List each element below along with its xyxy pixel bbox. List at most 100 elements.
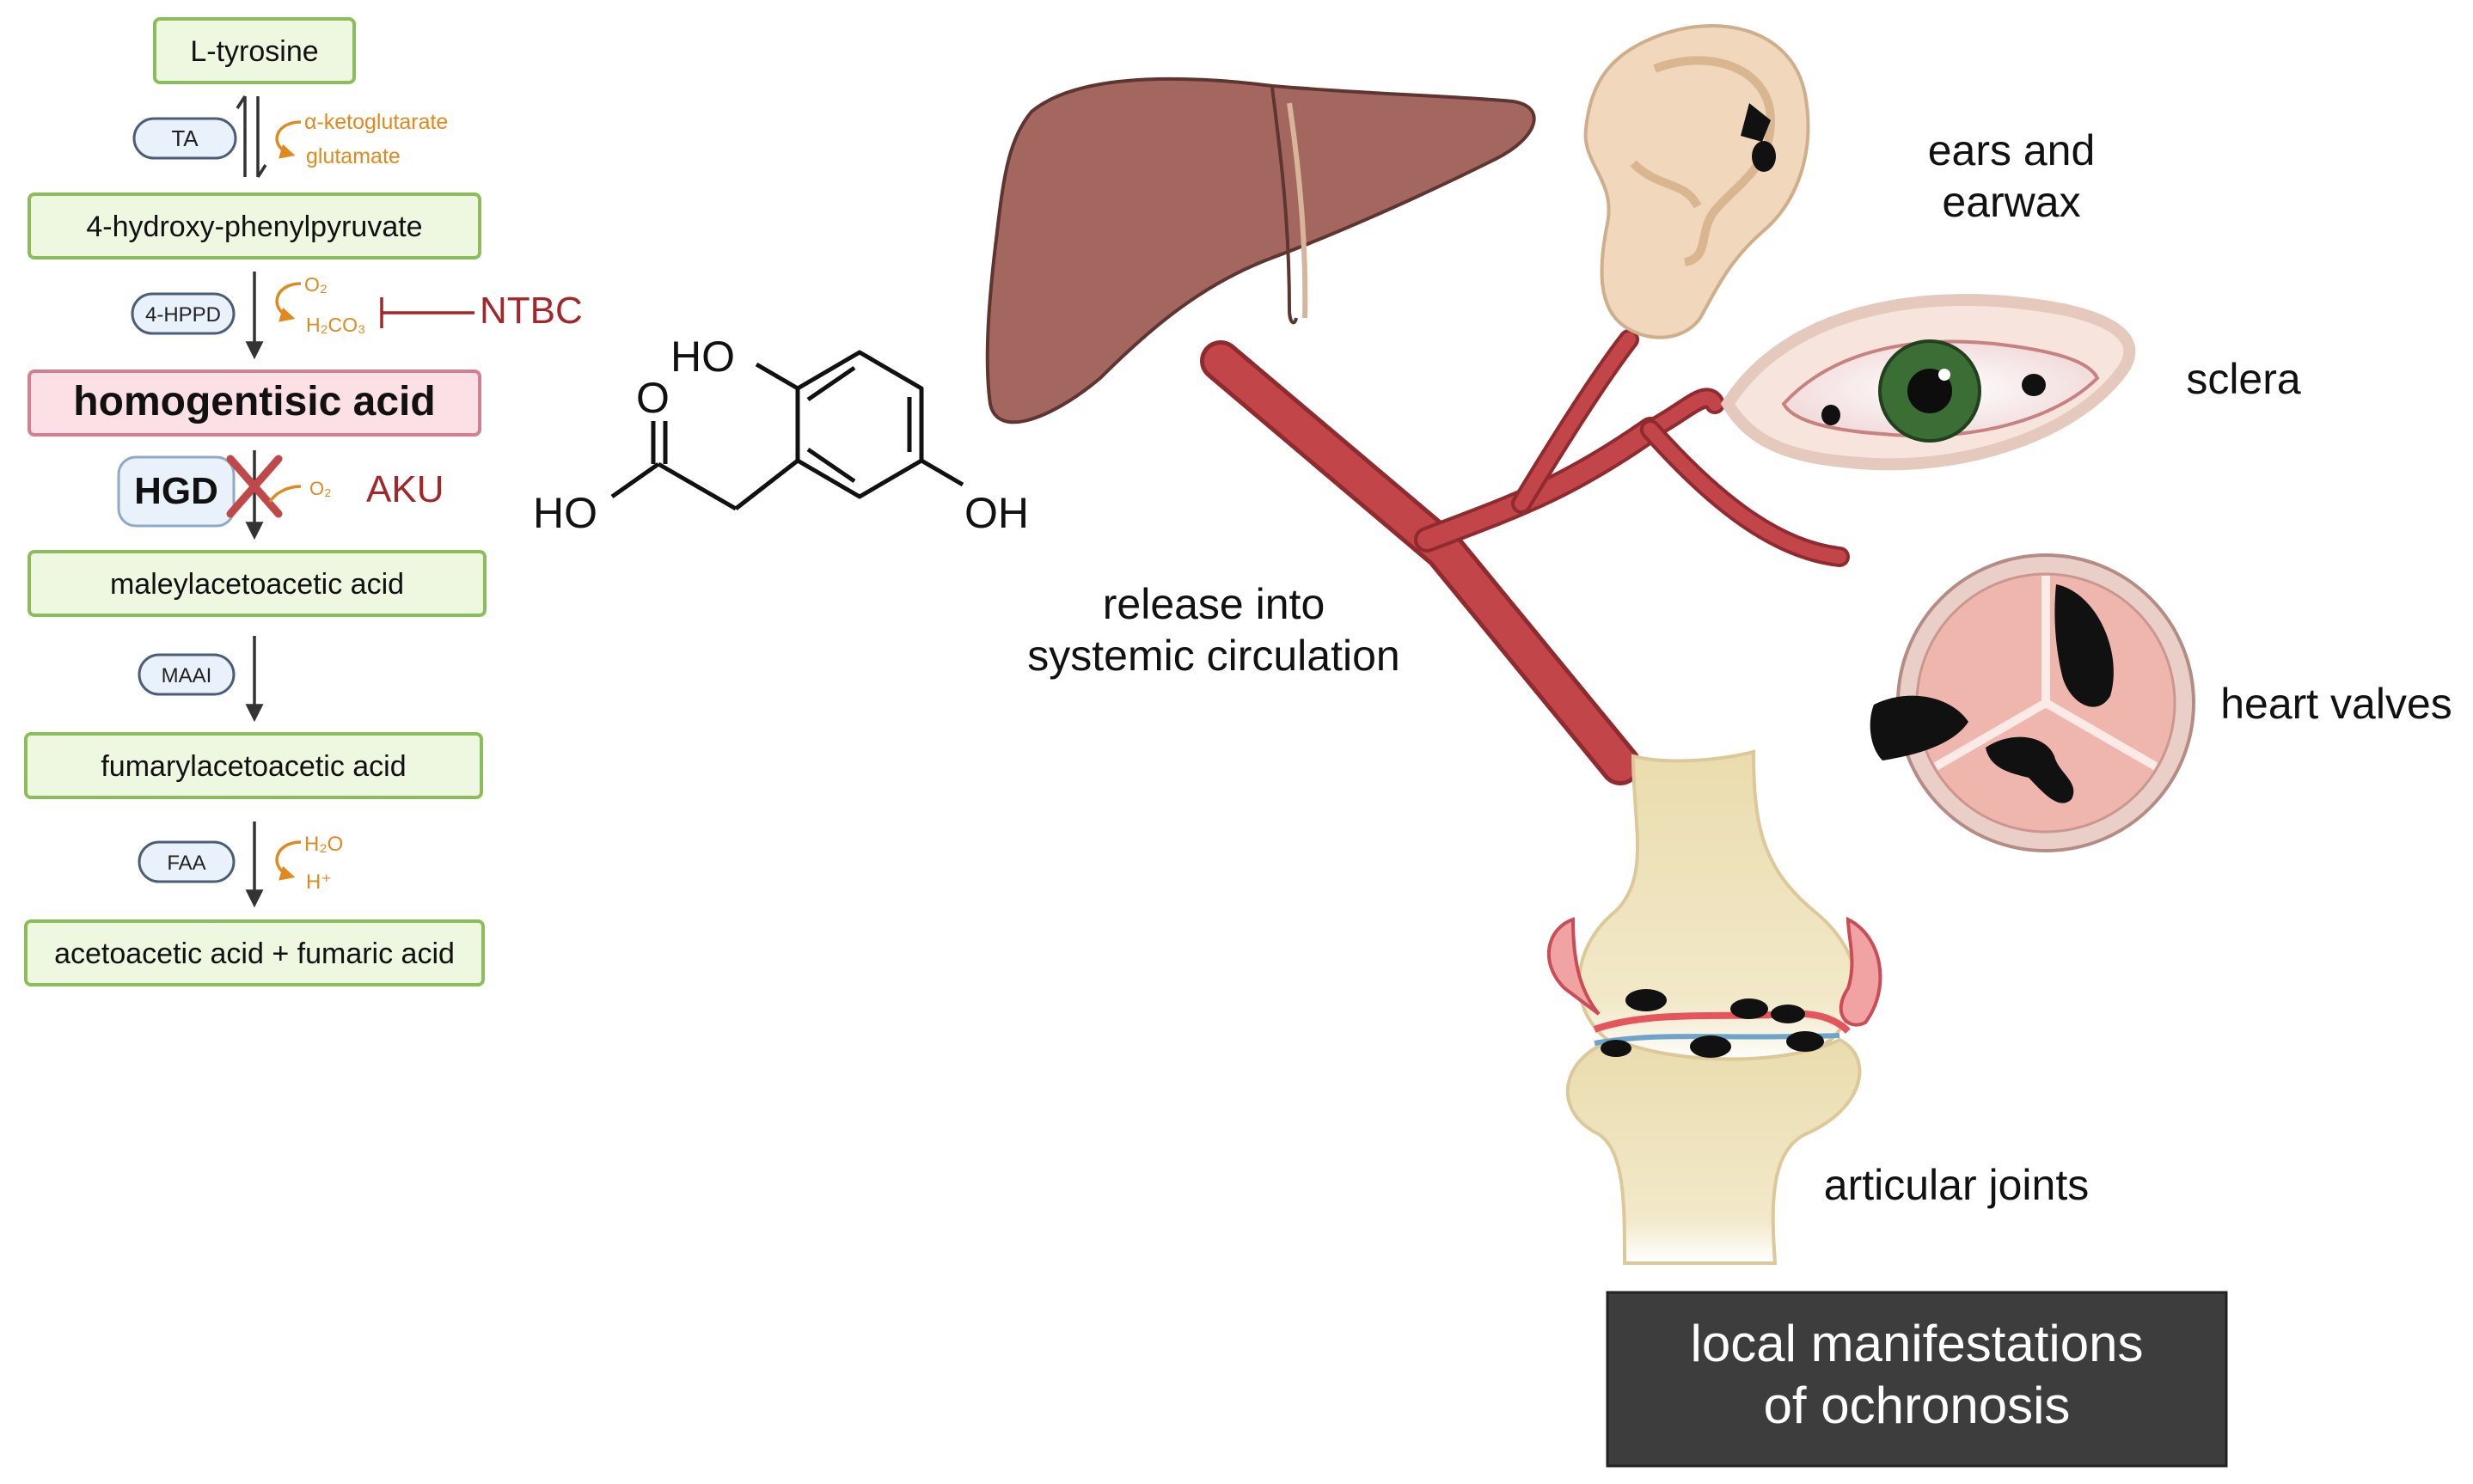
step-box [153, 17, 356, 84]
cofactor-arc [275, 840, 302, 881]
carboxyl-bond [657, 461, 738, 511]
enzyme-4hppd: 4-HPPD O₂ H₂CO₃ NTBC [131, 272, 583, 360]
enzyme-label: 4-HPPD [145, 303, 221, 327]
joint-capsule-right [1839, 916, 1882, 1027]
vessel-ear [1515, 333, 1636, 510]
pathway: L-tyrosine 4-hydroxy-phenylpyruvate homo… [24, 17, 583, 986]
eye-highlight [1938, 369, 1950, 381]
inhibitor-label: NTBC [480, 290, 583, 332]
knee-joint-illustration [1547, 749, 1882, 1265]
molecule-carbonyl-o: O [636, 374, 670, 422]
pigment-spot [1741, 103, 1771, 142]
joint-capsule-left [1547, 917, 1601, 1016]
homogentisic-acid-structure [610, 350, 964, 511]
enzyme-hgd: HGD O₂ AKU [117, 450, 444, 540]
valve-commissure [2043, 699, 2158, 771]
hydroxyl-bond [610, 461, 660, 499]
cofactor-top: O₂ [304, 273, 327, 296]
defect-label: AKU [366, 468, 444, 510]
oh-bond [920, 458, 964, 487]
vessel-eye [1644, 391, 1722, 437]
reverse-arrow [236, 95, 247, 177]
box-line2: of ochronosis [1764, 1377, 2071, 1434]
cofactor-bottom: H₂CO₃ [306, 314, 365, 336]
pigment-spot [1870, 695, 1968, 760]
step-box [24, 732, 483, 799]
step-maleylacetoacetic-acid: maleylacetoacetic acid [28, 550, 487, 617]
cofactor-arc [268, 485, 302, 503]
benzene-ring [795, 350, 924, 499]
pigment-spot [1986, 736, 2074, 803]
enzyme-label: FAA [167, 852, 205, 875]
pigment-spot [1690, 1035, 1731, 1058]
label-release-line1: release into [1103, 580, 1325, 628]
liver-ligament-light [1287, 102, 1308, 319]
blood-vessel [1200, 329, 1850, 785]
enzyme-pill [132, 117, 237, 160]
double-bond [806, 447, 856, 484]
label-sclera: sclera [2186, 355, 2301, 403]
step-label: fumarylacetoacetic acid [101, 750, 406, 783]
forward-arrow [256, 96, 267, 178]
valve-commissure [1933, 699, 2048, 771]
cofactor-arc [275, 120, 302, 159]
pigment-spot [2022, 374, 2046, 396]
pigment-spot [1730, 998, 1768, 1019]
pupil [1907, 369, 1952, 413]
oh-bond [755, 362, 799, 391]
enzyme-pill [138, 840, 236, 883]
ear-outer [1583, 24, 1810, 339]
enzyme-pill [131, 292, 236, 335]
cofactor-top: H₂O [304, 833, 343, 856]
liver-shape [985, 76, 1536, 424]
enzyme-pill [138, 653, 236, 696]
vessel-main [1204, 345, 1637, 781]
step-label: homogentisic acid [73, 379, 435, 424]
step-box [28, 192, 481, 260]
label-ears-line2: earwax [1942, 178, 2080, 226]
step-acetoacetic-fumaric: acetoacetic acid + fumaric acid [24, 919, 485, 986]
enzyme-label: TA [171, 125, 199, 151]
box-line1: local manifestations [1691, 1315, 2144, 1372]
molecule-ho-left: HO [533, 489, 597, 537]
step-label: 4-hydroxy-phenylpyruvate [86, 211, 422, 243]
eye-illustration [1720, 294, 2136, 471]
cofactor-bottom: glutamate [306, 144, 401, 168]
step-label: maleylacetoacetic acid [110, 568, 404, 601]
cofactor-top: α-ketoglutarate [304, 110, 448, 134]
cofactor-arc [275, 282, 302, 322]
box-background [1606, 1291, 2228, 1468]
label-ears-line1: ears and [1928, 126, 2096, 174]
step-l-tyrosine: L-tyrosine [153, 17, 356, 84]
step-label: L-tyrosine [190, 35, 318, 68]
pigment-spot [1752, 141, 1776, 172]
tibia [1565, 1037, 1862, 1265]
enzyme-ta: TA α-ketoglutarate glutamate [132, 95, 448, 178]
label-release-line2: systemic circulation [1027, 632, 1399, 680]
pigment-spot [1821, 405, 1840, 425]
enzyme-pill [117, 455, 236, 528]
cofactor-bottom: H⁺ [306, 870, 332, 894]
pigment-spot [1601, 1040, 1631, 1057]
step-label: acetoacetic acid + fumaric acid [54, 937, 455, 970]
molecule-oh-right: OH [964, 489, 1029, 537]
liver-ligament [1270, 87, 1298, 325]
enzyme-faa: FAA H₂O H⁺ [138, 821, 343, 908]
heart-valve-illustration [1870, 553, 2195, 852]
cofactor-top: O₂ [309, 478, 332, 499]
label-heart-valves: heart valves [2220, 680, 2452, 728]
enzyme-maai: MAAI [138, 636, 264, 723]
step-box [24, 919, 485, 986]
step-box [28, 369, 481, 437]
label-articular-joints: articular joints [1824, 1161, 2089, 1209]
ear-illustration [1583, 24, 1810, 339]
enzyme-label: HGD [134, 470, 218, 512]
pigment-spot [1771, 1005, 1805, 1023]
enzyme-label: MAAI [162, 664, 212, 687]
liver-illustration [985, 76, 1536, 424]
ear-antihelix [1630, 160, 1702, 209]
ch2-bond [734, 459, 799, 510]
double-bond [806, 365, 856, 402]
